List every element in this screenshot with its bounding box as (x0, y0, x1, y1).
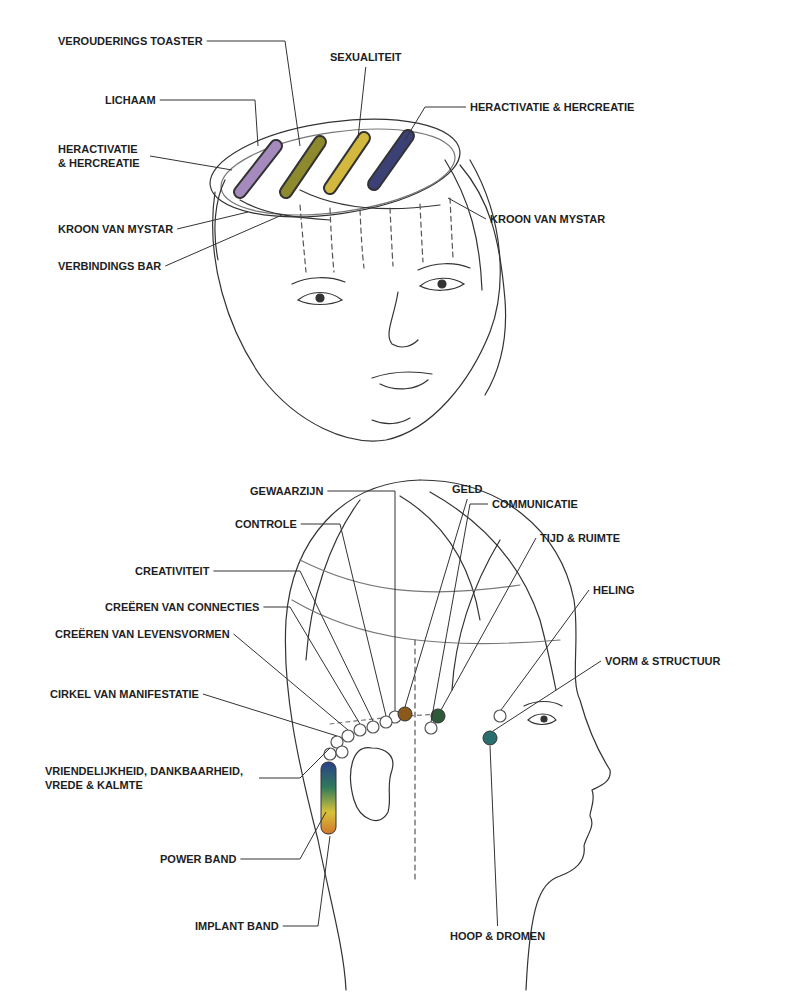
leader-line (490, 746, 498, 926)
leader-line (160, 100, 258, 146)
leader-line (358, 67, 366, 138)
leader-line (301, 524, 386, 716)
front-head (204, 105, 506, 441)
part-label: POWER BAND (160, 852, 236, 866)
part-label: VEROUDERINGS TOASTER (58, 34, 203, 48)
bars (240, 136, 408, 192)
leader-line (177, 212, 248, 229)
part-label: CREËREN VAN LEVENSVORMEN (55, 627, 230, 641)
part-label: CREËREN VAN CONNECTIES (105, 600, 259, 614)
part-label: SEXUALITEIT (330, 50, 402, 64)
leader-line (441, 538, 536, 710)
leader-line (213, 571, 373, 721)
leader-line (207, 41, 300, 146)
part-label: TIJD & RUIMTE (540, 531, 620, 545)
leader-line (431, 504, 488, 722)
leader-line (283, 836, 330, 926)
leader-line (165, 215, 282, 266)
leader-line (203, 694, 337, 736)
leader-line (501, 590, 589, 710)
part-label: LICHAAM (105, 93, 156, 107)
leader-line (493, 661, 601, 731)
leader-line (240, 812, 326, 859)
leader-line (263, 607, 360, 724)
part-label: CIRKEL VAN MANIFESTATIE (50, 687, 199, 701)
part-label: HERACTIVATIE & HERCREATIE (470, 100, 634, 114)
leader-line (405, 499, 467, 707)
leader-line (259, 748, 330, 778)
part-label: KROON VAN MYSTAR (58, 222, 173, 236)
part-label: KROON VAN MYSTAR (490, 212, 605, 226)
part-label: CONTROLE (235, 517, 297, 531)
part-label: HERACTIVATIE & HERCREATIE (58, 142, 146, 170)
part-label: VRIENDELIJKHEID, DANKBAARHEID, VREDE & K… (45, 764, 255, 792)
leader-line (405, 107, 466, 140)
leader-line (150, 156, 232, 170)
part-label: VORM & STRUCTUUR (605, 654, 721, 668)
leader-line (234, 634, 348, 730)
part-label: IMPLANT BAND (195, 919, 279, 933)
part-label: HOOP & DROMEN (450, 929, 545, 943)
part-label: GELD (452, 482, 483, 496)
part-label: VERBINDINGS BAR (58, 259, 161, 273)
leader-line (448, 198, 486, 219)
part-label: GEWAARZIJN (250, 484, 323, 498)
part-label: CREATIVITEIT (135, 564, 209, 578)
part-label: COMMUNICATIE (492, 497, 578, 511)
points (324, 710, 506, 760)
part-label: HELING (593, 583, 635, 597)
